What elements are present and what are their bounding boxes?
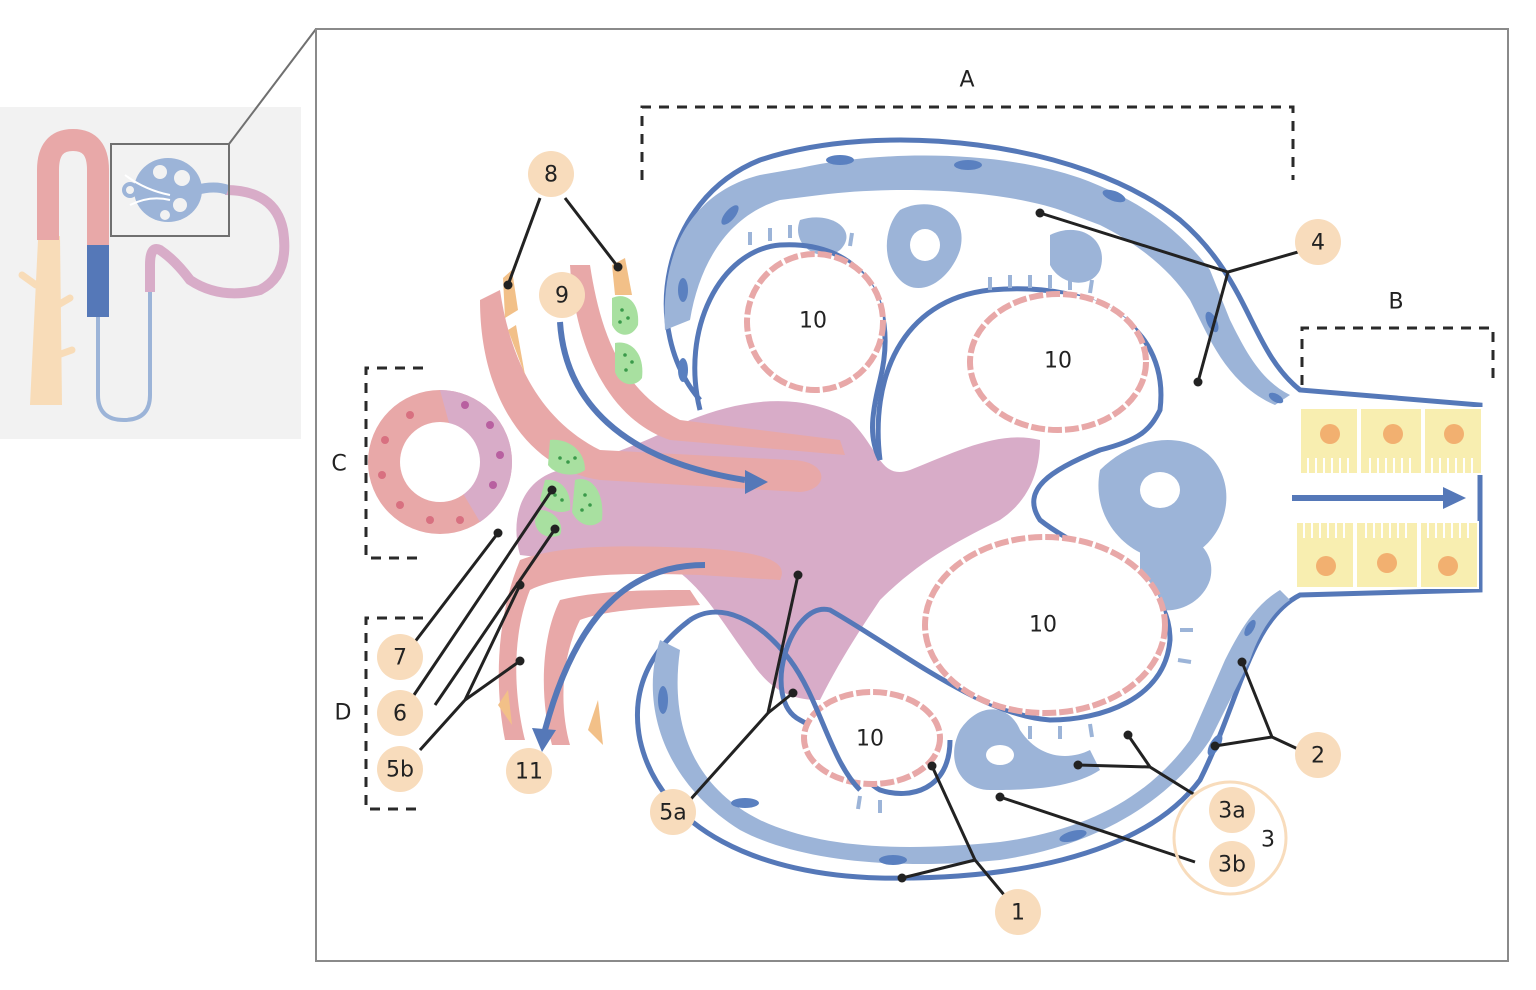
nephron-inset xyxy=(0,28,317,439)
badge-5a: 5a xyxy=(650,789,696,835)
afferent-arteriole-wall xyxy=(480,290,822,492)
badges: 1 2 3 3a 3b 4 5a 5b 6 7 8 9 11 xyxy=(377,151,1341,935)
badge-5b: 5b xyxy=(377,746,423,792)
lumen-labels: 10 10 10 10 xyxy=(799,309,1072,752)
lumen-label: 10 xyxy=(1029,613,1057,638)
loop-of-henle xyxy=(96,290,152,423)
macula-densa xyxy=(368,390,513,534)
region-labels: A B C D xyxy=(331,68,1403,726)
proximal-tubule-epithelium xyxy=(1295,407,1483,589)
parietal-epithelium-upper xyxy=(664,155,1290,405)
zoom-connector xyxy=(228,28,317,145)
region-label-a: A xyxy=(959,68,974,93)
badge-4: 4 xyxy=(1295,219,1341,265)
badge-11: 11 xyxy=(506,748,552,794)
badge-7: 7 xyxy=(377,634,423,680)
leader-dots xyxy=(493,208,1247,883)
region-label-b: B xyxy=(1388,290,1403,315)
badge-8: 8 xyxy=(528,151,574,197)
bracket-a xyxy=(640,105,1295,180)
badge-8-label: 8 xyxy=(544,163,558,188)
badge-3a-label: 3a xyxy=(1218,799,1245,824)
badge-3a: 3a xyxy=(1209,787,1255,833)
afferent-flow-arrow xyxy=(557,321,746,483)
efferent-flow-arrow xyxy=(542,562,706,731)
badge-9: 9 xyxy=(539,272,585,318)
badge-3b: 3b xyxy=(1209,841,1255,887)
efferent-arteriole-wall xyxy=(498,546,782,740)
badge-1-label: 1 xyxy=(1011,901,1025,926)
group-3-ring xyxy=(1172,780,1288,896)
badge-11-label: 11 xyxy=(515,760,543,785)
badge-2-label: 2 xyxy=(1311,744,1325,769)
badge-7-label: 7 xyxy=(393,646,407,671)
badge-6-label: 6 xyxy=(393,702,407,727)
badge-6: 6 xyxy=(377,690,423,736)
arterioles xyxy=(480,265,845,745)
afferent-arteriole-wall-inner xyxy=(570,265,845,455)
collecting-duct xyxy=(30,236,62,405)
badge-5b-label: 5b xyxy=(386,758,414,783)
region-label-c: C xyxy=(331,452,346,477)
inset-highlight-box xyxy=(110,143,230,237)
collecting-duct-branches xyxy=(18,271,76,359)
capillary-loops xyxy=(688,225,1193,813)
badge-3-label: 3 xyxy=(1261,828,1275,853)
bracket-b xyxy=(1300,326,1495,385)
flow-arrows xyxy=(532,321,1466,752)
granular-cells xyxy=(535,296,643,537)
badge-1: 1 xyxy=(995,889,1041,935)
badge-3b-label: 3b xyxy=(1218,853,1246,878)
badge-5a-label: 5a xyxy=(659,801,686,826)
badge-2: 2 xyxy=(1295,732,1341,778)
region-label-d: D xyxy=(335,701,352,726)
lumen-label: 10 xyxy=(1044,349,1072,374)
badge-9-label: 9 xyxy=(555,284,569,309)
proximal-tubule xyxy=(145,185,290,299)
lumen-label: 10 xyxy=(799,309,827,334)
leader-lines xyxy=(412,197,1306,897)
thick-ascending-limb xyxy=(87,245,109,317)
lumen-label: 10 xyxy=(856,727,884,752)
region-brackets xyxy=(364,105,1495,811)
distal-tubule xyxy=(37,128,109,245)
bracket-c xyxy=(364,366,423,560)
badge-4-label: 4 xyxy=(1311,231,1325,256)
bracket-d xyxy=(364,616,423,811)
efferent-arteriole-wall-inner xyxy=(543,590,700,745)
